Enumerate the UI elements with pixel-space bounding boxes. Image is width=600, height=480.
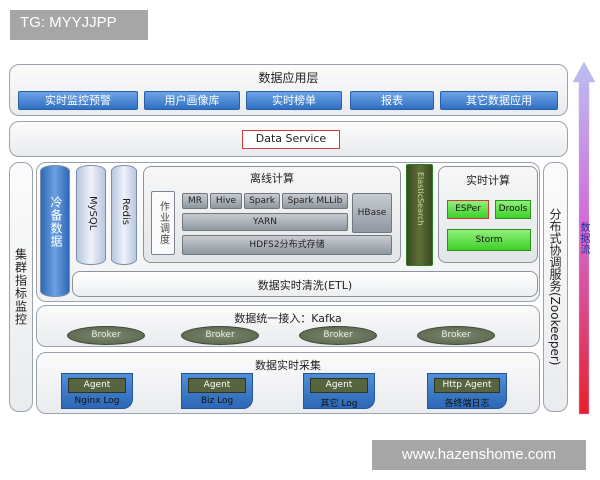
- log-terminal: 各终端日志: [444, 399, 490, 409]
- app-item-monitor: 实时监控预警: [18, 91, 138, 110]
- data-collect-title: 数据实时采集: [255, 359, 321, 372]
- app-item-profile: 用户画像库: [144, 91, 240, 110]
- realtime-compute-title: 实时计算: [466, 174, 510, 187]
- data-flow-label: 数据流: [578, 222, 589, 255]
- data-collect-layer: 数据实时采集 Agent Nginx Log Agent Biz Log Age…: [36, 352, 540, 414]
- mr-box: MR: [182, 193, 208, 209]
- data-app-layer-title: 数据应用层: [258, 71, 319, 85]
- log-nginx: Nginx Log: [74, 396, 120, 406]
- app-item-other: 其它数据应用: [440, 91, 558, 110]
- kafka-broker-4: Broker: [417, 326, 495, 345]
- log-other: 其它 Log: [320, 399, 358, 409]
- realtime-compute-box: 实时计算 ESPer Drools Storm: [438, 166, 538, 263]
- kafka-ingest-layer: 数据统一接入：Kafka Broker Broker Broker Broker: [36, 305, 540, 347]
- zookeeper-side: 分布式协调服务(Zookeeper): [543, 162, 568, 412]
- esper-box: ESPer: [447, 200, 489, 219]
- elasticsearch-box: [406, 164, 433, 266]
- spark-box: Spark: [244, 193, 280, 209]
- kafka-broker-3: Broker: [299, 326, 377, 345]
- data-flow-arrow: [572, 61, 596, 415]
- hdfs-box: HDFS2分布式存储: [182, 235, 392, 255]
- redis-label: Redis: [120, 198, 131, 225]
- cold-backup-label: 冷备数据: [49, 196, 63, 248]
- cluster-monitor-side: 集群指标监控: [9, 162, 33, 412]
- app-item-ranking: 实时榜单: [246, 91, 342, 110]
- watermark-bottom: www.hazenshome.com: [372, 440, 586, 470]
- offline-compute-title: 离线计算: [250, 172, 294, 185]
- job-scheduler-box: 作业调度: [151, 191, 175, 255]
- hive-box: Hive: [210, 193, 242, 209]
- etl-label: 数据实时清洗(ETL): [257, 279, 353, 292]
- app-item-report: 报表: [350, 91, 434, 110]
- drools-box: Drools: [495, 200, 531, 219]
- kafka-broker-2: Broker: [181, 326, 259, 345]
- storm-box: Storm: [447, 229, 531, 251]
- agent-http: Http Agent: [434, 378, 500, 393]
- agent-card-biz: Agent Biz Log: [181, 373, 253, 409]
- mysql-cylinder: [76, 165, 106, 265]
- mysql-label: MySQL: [87, 196, 98, 231]
- cold-backup-cylinder: [40, 165, 70, 297]
- watermark-top: TG: MYYJJPP: [10, 10, 148, 40]
- elasticsearch-label: ElasticSearch: [416, 172, 425, 226]
- spark-mllib-box: Spark MLLib: [282, 193, 348, 209]
- data-app-layer: 数据应用层 实时监控预警 用户画像库 实时榜单 报表 其它数据应用: [9, 64, 568, 116]
- agent-card-http: Http Agent 各终端日志: [427, 373, 507, 409]
- agent-nginx: Agent: [68, 378, 126, 393]
- kafka-broker-1: Broker: [67, 326, 145, 345]
- etl-bar: 数据实时清洗(ETL): [72, 271, 538, 297]
- agent-other: Agent: [310, 378, 368, 393]
- hbase-box: HBase: [352, 193, 392, 233]
- offline-compute-box: 离线计算 作业调度 MR Hive Spark Spark MLLib HBas…: [143, 166, 401, 263]
- log-biz: Biz Log: [200, 396, 234, 406]
- data-service-layer: Data Service: [9, 121, 568, 157]
- kafka-ingest-title: 数据统一接入：Kafka: [234, 312, 342, 325]
- yarn-box: YARN: [182, 213, 348, 231]
- redis-cylinder: [111, 165, 137, 265]
- data-service-box: Data Service: [242, 130, 340, 149]
- agent-card-nginx: Agent Nginx Log: [61, 373, 133, 409]
- agent-card-other: Agent 其它 Log: [303, 373, 375, 409]
- agent-biz: Agent: [188, 378, 246, 393]
